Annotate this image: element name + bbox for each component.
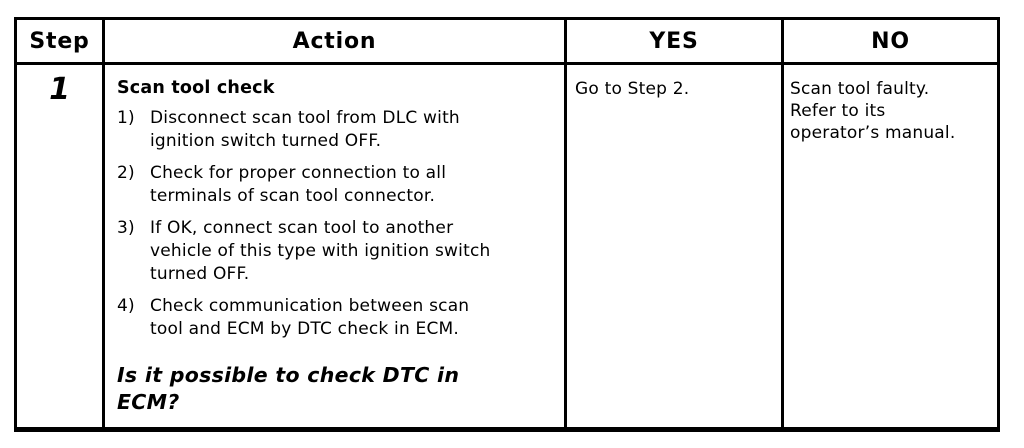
header-step: Step (17, 20, 102, 65)
action-title: Scan tool check (117, 78, 275, 98)
action-item-4-marker: 4) (117, 296, 135, 316)
yes-cell: Go to Step 2. (564, 65, 781, 427)
action-item-1: 1) Disconnect scan tool from DLC with ig… (117, 107, 554, 153)
action-item-1-text: Disconnect scan tool from DLC with ignit… (150, 108, 460, 151)
action-item-2-marker: 2) (117, 163, 135, 183)
action-list: 1) Disconnect scan tool from DLC with ig… (117, 107, 554, 341)
action-item-3-text: If OK, connect scan tool to another vehi… (150, 218, 491, 284)
diagnostic-table: Step Action YES NO 1 Scan tool check 1) … (14, 17, 1000, 432)
header-action-label: Action (292, 28, 377, 54)
header-step-label: Step (29, 28, 90, 54)
action-item-3-marker: 3) (117, 218, 135, 238)
action-item-4: 4) Check communication between scan tool… (117, 295, 554, 341)
header-no-label: NO (871, 28, 910, 54)
action-item-2: 2) Check for proper connection to all te… (117, 162, 554, 208)
header-no: NO (781, 20, 997, 65)
action-item-1-marker: 1) (117, 108, 135, 128)
action-question: Is it possible to check DTC in ECM? (117, 363, 460, 414)
action-item-4-text: Check communication between scan tool an… (150, 296, 470, 339)
action-cell: Scan tool check 1) Disconnect scan tool … (102, 65, 564, 427)
step-number: 1 (49, 72, 70, 107)
yes-text: Go to Step 2. (575, 79, 690, 99)
header-action: Action (102, 20, 564, 65)
action-item-3: 3) If OK, connect scan tool to another v… (117, 217, 554, 286)
step-cell: 1 (17, 65, 102, 427)
no-cell: Scan tool faulty. Refer to its operator’… (781, 65, 997, 427)
header-yes: YES (564, 20, 781, 65)
action-item-2-text: Check for proper connection to all termi… (150, 163, 447, 206)
header-yes-label: YES (649, 28, 699, 54)
